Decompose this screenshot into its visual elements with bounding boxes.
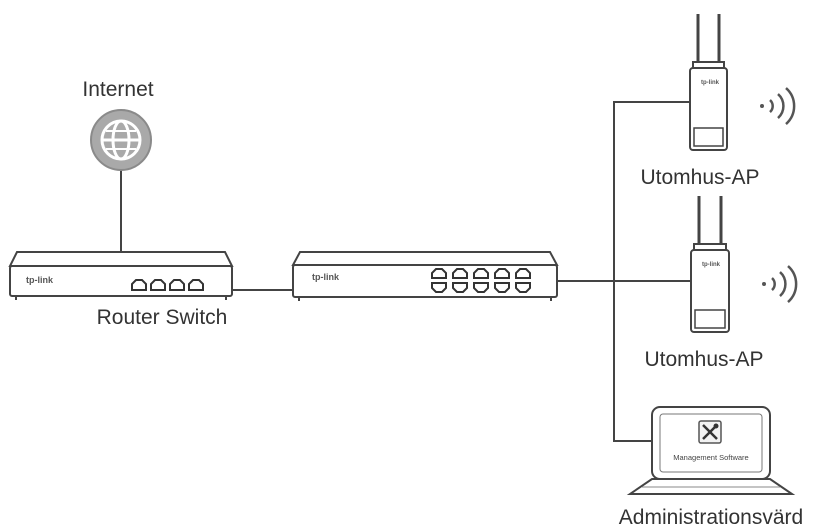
management-software-text: Management Software: [673, 453, 748, 462]
switch-brand-logo: tp-link: [312, 272, 340, 282]
switch-device: [291, 251, 559, 301]
outdoor-ap-1: [689, 14, 728, 151]
outdoor-ap-2: [690, 196, 730, 333]
ap1-brand-logo: tp-link: [701, 80, 720, 86]
ap2-label: Utomhus-AP: [644, 348, 763, 371]
line-trunk-admin: [613, 281, 652, 442]
switch-ports: [431, 268, 531, 293]
admin-label: Administrationsvärd: [619, 506, 803, 529]
wifi-signal-icon: [762, 265, 798, 303]
internet-label: Internet: [82, 78, 153, 101]
wifi-signal-icon: [760, 87, 796, 125]
globe-icon: [90, 109, 152, 171]
connection-lines: [120, 101, 700, 442]
tools-icon: [698, 420, 722, 444]
router-label: Router Switch: [97, 306, 228, 329]
ap1-label: Utomhus-AP: [640, 166, 759, 189]
management-laptop: [626, 406, 796, 495]
router-device: [8, 251, 234, 300]
line-trunk-ap1: [613, 101, 690, 281]
ap2-brand-logo: tp-link: [702, 262, 721, 268]
router-ports: [131, 279, 204, 291]
router-brand-logo: tp-link: [26, 275, 54, 285]
